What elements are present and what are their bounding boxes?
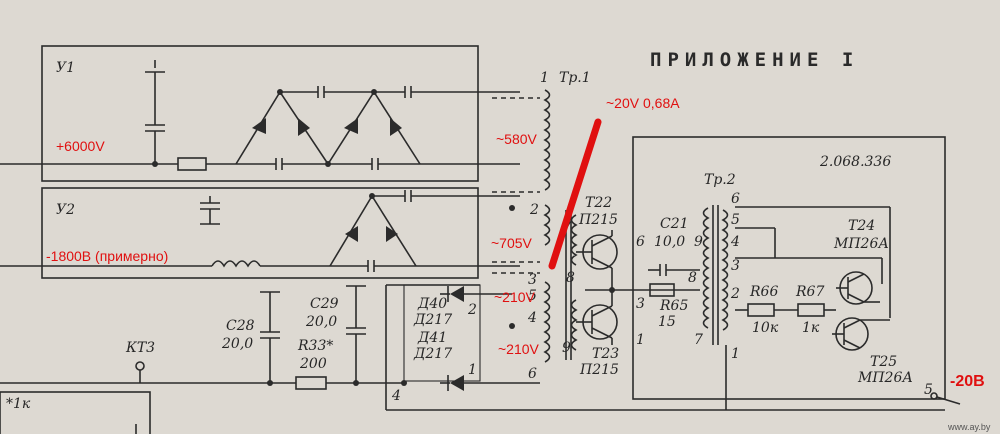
d41-ref: Д41 (417, 330, 447, 346)
u1-resistor (177, 157, 207, 171)
annotation-210v-b: ~210V (498, 341, 540, 357)
tr1-pin-9: 9 (562, 340, 571, 356)
transistor-t25: Т25 МП26А (832, 317, 913, 386)
d40-type: Д217 (413, 312, 452, 328)
r65-value: 15 (658, 314, 676, 330)
tr1-label: Тр.1 (559, 70, 591, 86)
tr1-pin-1: 1 (540, 70, 549, 86)
capacitor-c28: С28 20,0 (221, 291, 280, 383)
node-3b: 3 (636, 296, 645, 312)
t25-type: МП26А (857, 370, 913, 386)
tr2-pin-4: 4 (730, 234, 740, 250)
c29-ref: С29 (310, 296, 339, 312)
capacitor-c21: C21 10,0 (648, 216, 700, 276)
node-2: 2 (467, 302, 477, 318)
c28-value: 20,0 (221, 336, 253, 352)
c21-value: 10,0 (654, 234, 685, 250)
annotation-580v: ~580V (496, 131, 538, 147)
diode-d41: Д41 Д217 1 (413, 330, 540, 391)
transistor-t22: Т22 П215 (576, 195, 618, 270)
transistor-t23: Т23 П215 (576, 304, 619, 378)
transistor-t24: Т24 МП26А (833, 218, 889, 305)
tr2-pin-7: 7 (694, 332, 703, 348)
tr2-pin-1: 1 (731, 346, 740, 362)
t24-type: МП26А (833, 236, 889, 252)
t23-ref: Т23 (592, 346, 619, 362)
tr1-pin-3: 3 (528, 272, 537, 288)
diode-d40: Д40 Д217 2 (403, 284, 512, 382)
tr2-pin-2: 2 (730, 286, 740, 302)
tr1-pin-6: 6 (528, 366, 537, 382)
r66-value: 10к (752, 320, 779, 336)
red-marker-stroke (548, 118, 602, 270)
watermark: www.ay.by (947, 422, 991, 432)
r67-value: 1к (802, 320, 820, 336)
t24-ref: Т24 (848, 218, 875, 234)
block-u2-label: У2 (56, 202, 75, 218)
appendix-title: ПРИЛОЖЕНИЕ I (650, 49, 859, 71)
r33-ref: R33* (297, 338, 333, 354)
resistor-r33: R33* 200 (295, 338, 333, 390)
node-5: 5 (924, 382, 933, 398)
d41-type: Д217 (413, 346, 452, 362)
block-u1: У1 (0, 45, 520, 182)
node-1: 1 (468, 362, 477, 378)
tr1-pin-8: 8 (566, 270, 575, 286)
kt3-label: КТ3 (125, 340, 155, 356)
r33-value: 200 (299, 356, 327, 372)
tr2-pin-3: 3 (731, 258, 740, 274)
c28-ref: С28 (226, 318, 255, 334)
transformer-tr2: Тр.2 6 5 4 9 3 2 7 1 (694, 172, 891, 410)
resistor-r66: R66 10к (747, 284, 779, 336)
t22-type: П215 (578, 212, 618, 228)
node-6b: 6 (636, 234, 645, 250)
capacitor-c29: С29 20,0 (305, 285, 366, 383)
tr1-pin-5: 5 (528, 288, 537, 304)
r67-ref: R67 (795, 284, 824, 300)
c29-value: 20,0 (305, 314, 337, 330)
partial-resistor-label: *1к (6, 396, 31, 412)
annotation-20v-068a: ~20V 0,68A (606, 95, 680, 111)
annotation-1800v: -1800В (примерно) (46, 248, 168, 264)
node-4: 4 (391, 388, 401, 404)
test-point-kt3: КТ3 (125, 340, 155, 383)
t25-ref: Т25 (870, 354, 897, 370)
t22-ref: Т22 (585, 195, 612, 211)
doc-number: 2.068.336 (819, 154, 891, 170)
resistor-r67: R67 1к (774, 284, 836, 336)
tr2-pin-9: 9 (694, 234, 703, 250)
tr1-pin-2: 2 (529, 202, 539, 218)
r65-ref: R65 (659, 298, 688, 314)
d40-ref: Д40 (417, 296, 447, 312)
annotation-705v: ~705V (491, 235, 533, 251)
transformer-tr1: Тр.1 1 2 3 4 5 6 7 8 9 (492, 70, 591, 382)
tr2-pin-6: 6 (731, 191, 740, 207)
node-1b: 1 (636, 332, 645, 348)
block-u2: У2 (0, 187, 520, 279)
annotation-210v-a: ~210V (494, 289, 536, 305)
tr1-pin-4: 4 (527, 310, 537, 326)
annotation-minus20v: -20В (950, 373, 985, 390)
tr2-label: Тр.2 (704, 172, 736, 188)
block-u1-label: У1 (56, 60, 75, 76)
t23-type: П215 (579, 362, 619, 378)
inverter-board: 2.068.336 (385, 136, 946, 411)
node-8: 8 (688, 270, 697, 286)
resistor-r65: R65 15 (649, 283, 688, 330)
r66-ref: R66 (749, 284, 778, 300)
c21-ref: C21 (660, 216, 689, 232)
annotation-6000v: +6000V (56, 138, 105, 154)
tr2-pin-5: 5 (731, 212, 740, 228)
